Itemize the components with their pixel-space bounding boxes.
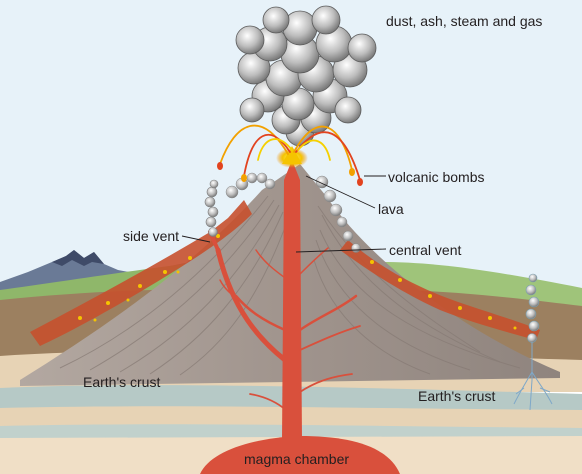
label-volcanic-bombs: volcanic bombs [388, 169, 485, 185]
label-magma-chamber: magma chamber [244, 451, 350, 467]
cone-strata [59, 195, 521, 376]
label-plume: dust, ash, steam and gas [386, 13, 543, 29]
lava-flow-left [30, 200, 252, 346]
label-central-vent: central vent [389, 242, 462, 258]
leader-lines [181, 175, 387, 253]
volcanic-bombs [217, 162, 363, 186]
side-vent-steam [204, 179, 219, 237]
slope-steam [225, 172, 361, 253]
central-conduit [282, 160, 302, 440]
label-earths-crust-right: Earth's crust [418, 388, 496, 404]
label-lava: lava [378, 201, 404, 217]
lava-flow-right [340, 240, 540, 340]
label-side-vent: side vent [123, 228, 180, 244]
geyser-steam [525, 273, 540, 343]
ash-plume [235, 5, 377, 147]
geyser-roots [513, 342, 553, 411]
magma-chamber [200, 436, 400, 474]
label-earths-crust-left: Earth's crust [83, 374, 161, 390]
bomb-trajectories [219, 124, 361, 181]
